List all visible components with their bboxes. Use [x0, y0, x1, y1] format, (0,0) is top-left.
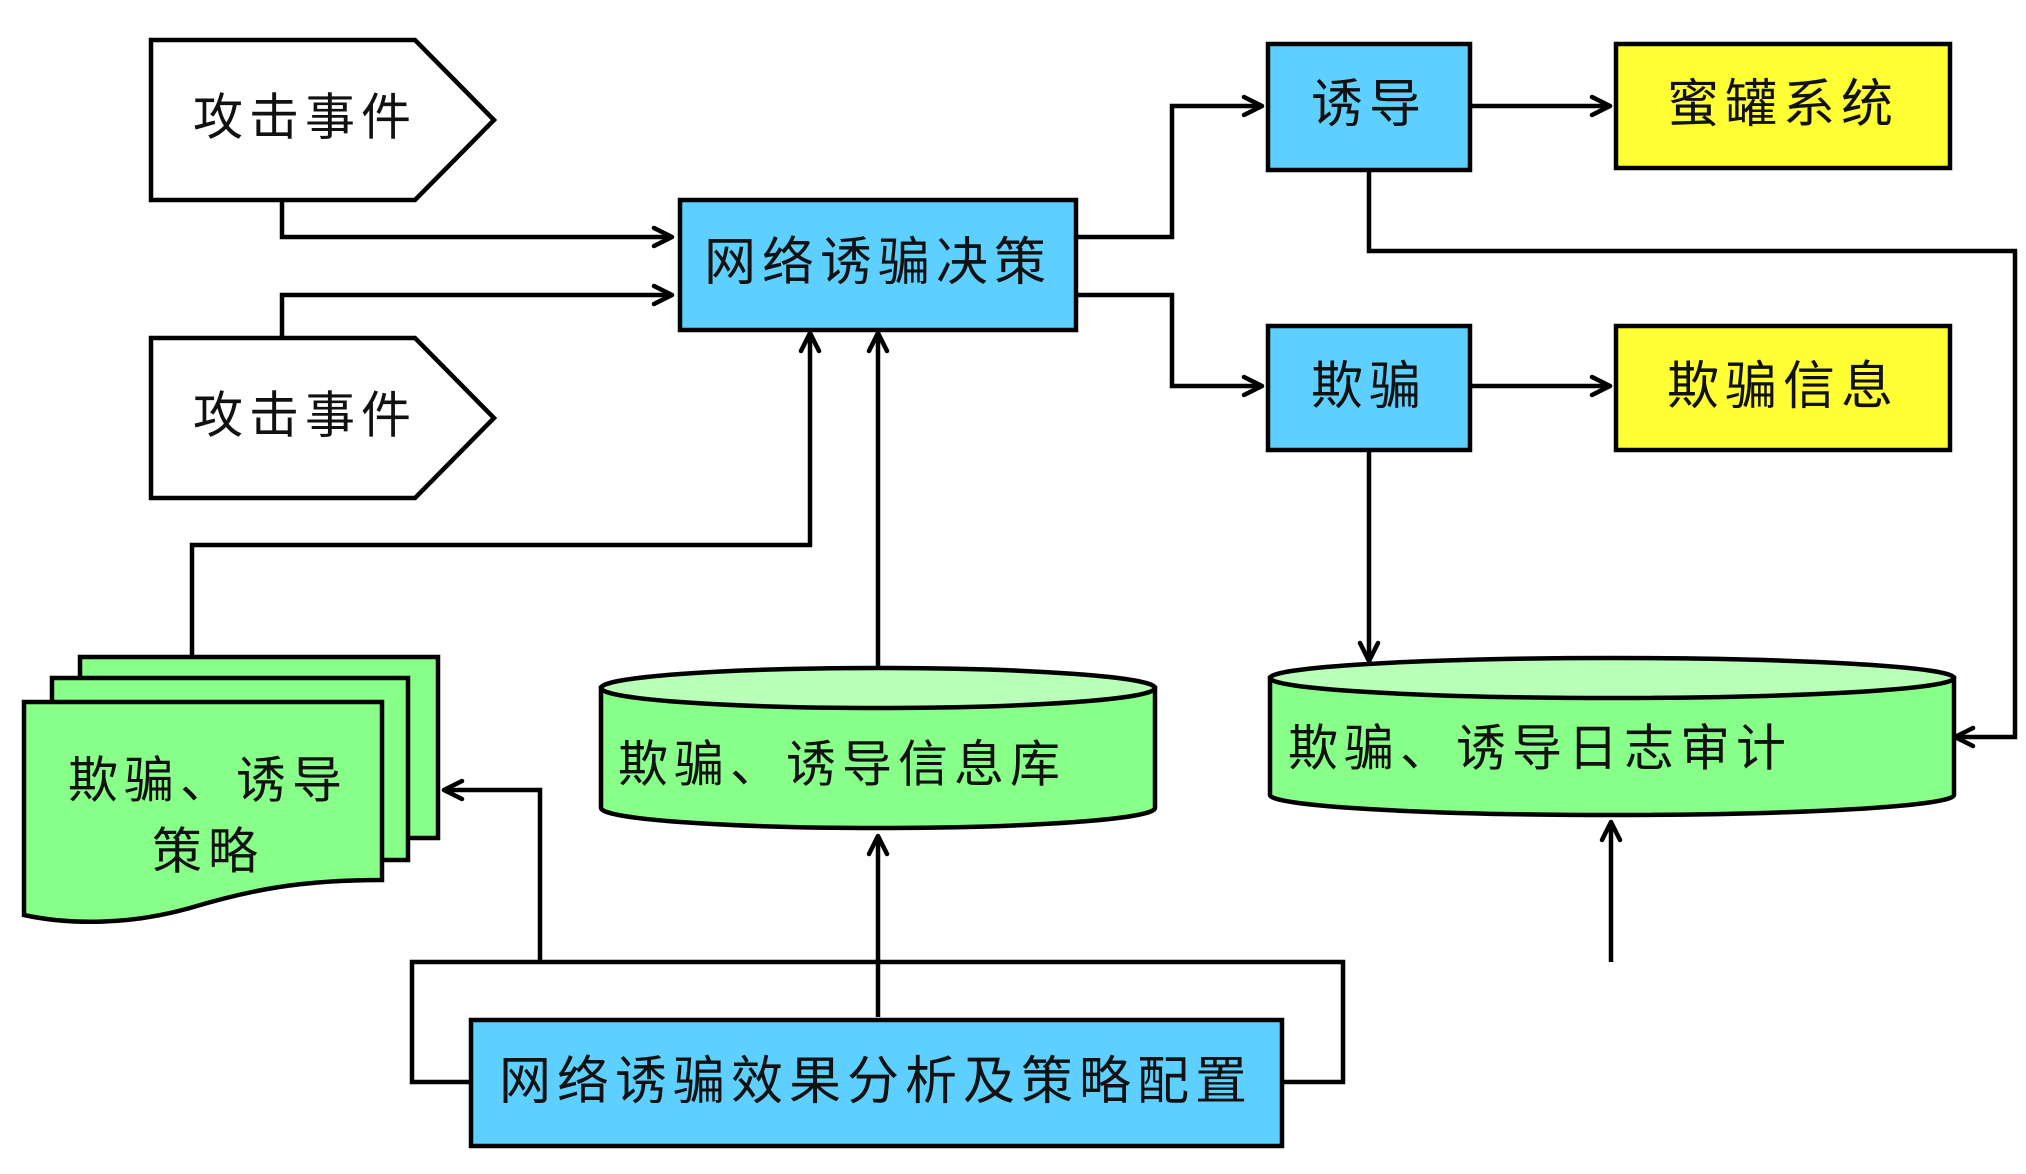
attack-event-2-label: 攻击事件 [193, 387, 417, 445]
deception-info-box [1613, 323, 1953, 453]
info-db-body [598, 685, 1158, 831]
info-db-node: 欺骗、诱导信息库 [598, 665, 1158, 831]
deceive-node: 欺骗 [1265, 323, 1473, 453]
log-db-node: 欺骗、诱导日志审计 [1267, 655, 1957, 818]
edge-attack1-to-decision [279, 200, 675, 249]
analysis-label: 网络诱骗效果分析及策略配置 [499, 1052, 1253, 1112]
edge-attack2-to-decision [279, 283, 675, 338]
deceive-label: 欺骗 [1311, 357, 1427, 417]
deception-info-label: 欺骗信息 [1667, 357, 1899, 417]
edge-lure-to-logdb [1366, 170, 2018, 749]
strategy-doc-label-line1: 欺骗、诱导 [68, 752, 348, 810]
honeypot-box [1613, 41, 1953, 171]
attack-event-1: 攻击事件 [148, 37, 498, 203]
honeypot-node: 蜜罐系统 [1613, 41, 1953, 171]
edge-analysis-to-strategy [441, 778, 543, 962]
info-db-top [598, 665, 1158, 711]
log-db-top [1267, 655, 1957, 701]
lure-box [1265, 41, 1473, 173]
edge-decision-to-lure [1076, 94, 1265, 240]
connectors [189, 94, 2018, 1085]
edge-decision-to-deceive [1076, 292, 1265, 398]
decision-node: 网络诱骗决策 [677, 197, 1079, 333]
lure-label: 诱导 [1311, 75, 1427, 135]
honeypot-label: 蜜罐系统 [1667, 75, 1899, 135]
lure-node: 诱导 [1265, 41, 1473, 173]
strategy-document-stack: 欺骗、诱导 策略 [21, 654, 441, 925]
attack-event-2-shape [148, 335, 498, 501]
log-db-body [1267, 675, 1957, 818]
decision-label: 网络诱骗决策 [704, 233, 1052, 293]
edge-strategy-to-decision [189, 330, 822, 657]
attack-event-1-label: 攻击事件 [193, 89, 417, 147]
decision-box [677, 197, 1079, 333]
strategy-doc-front [21, 699, 385, 925]
log-db-label: 欺骗、诱导日志审计 [1288, 720, 1792, 778]
analysis-box [468, 1017, 1285, 1149]
strategy-doc-label-line2: 策略 [152, 823, 264, 881]
deception-info-node: 欺骗信息 [1613, 323, 1953, 453]
deceive-box [1265, 323, 1473, 453]
analysis-node: 网络诱骗效果分析及策略配置 [468, 1017, 1285, 1149]
attack-event-2: 攻击事件 [148, 335, 498, 501]
info-db-label: 欺骗、诱导信息库 [618, 736, 1066, 794]
attack-event-1-shape [148, 37, 498, 203]
